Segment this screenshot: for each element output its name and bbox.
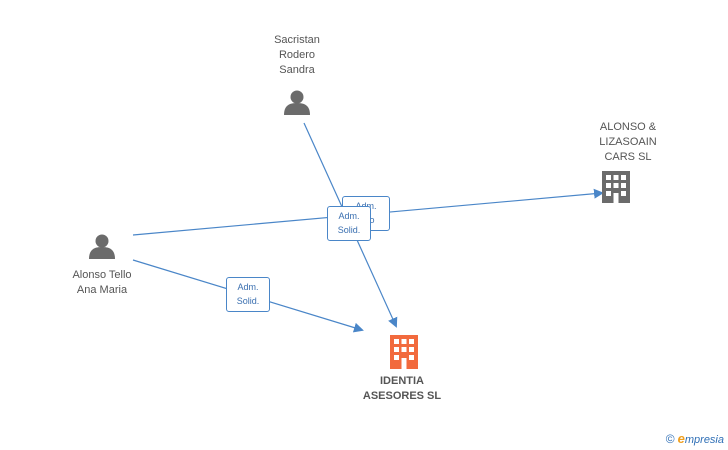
edge-label-alonso-tello-identia: Adm. Solid. — [226, 277, 270, 312]
building-icon-main[interactable] — [390, 335, 418, 369]
copyright-icon: © — [665, 431, 675, 446]
node-label-alonso-tello[interactable]: Alonso Tello Ana Maria — [72, 269, 132, 296]
building-icon[interactable] — [602, 171, 630, 203]
node-label-alonso-lizasoain[interactable]: ALONSO & LIZASOAIN CARS SL — [599, 121, 657, 163]
empresia-logo: empresia — [677, 431, 724, 446]
person-icon[interactable] — [89, 234, 115, 260]
node-label-sacristan[interactable]: Sacristan Rodero Sandra — [274, 34, 320, 76]
edge-label-alonso-tello-lizasoain: Adm. Solid. — [327, 206, 371, 241]
empresia-watermark: © empresia — [666, 431, 724, 446]
person-icon[interactable] — [284, 90, 310, 116]
node-label-identia[interactable]: IDENTIA ASESORES SL — [362, 375, 442, 402]
